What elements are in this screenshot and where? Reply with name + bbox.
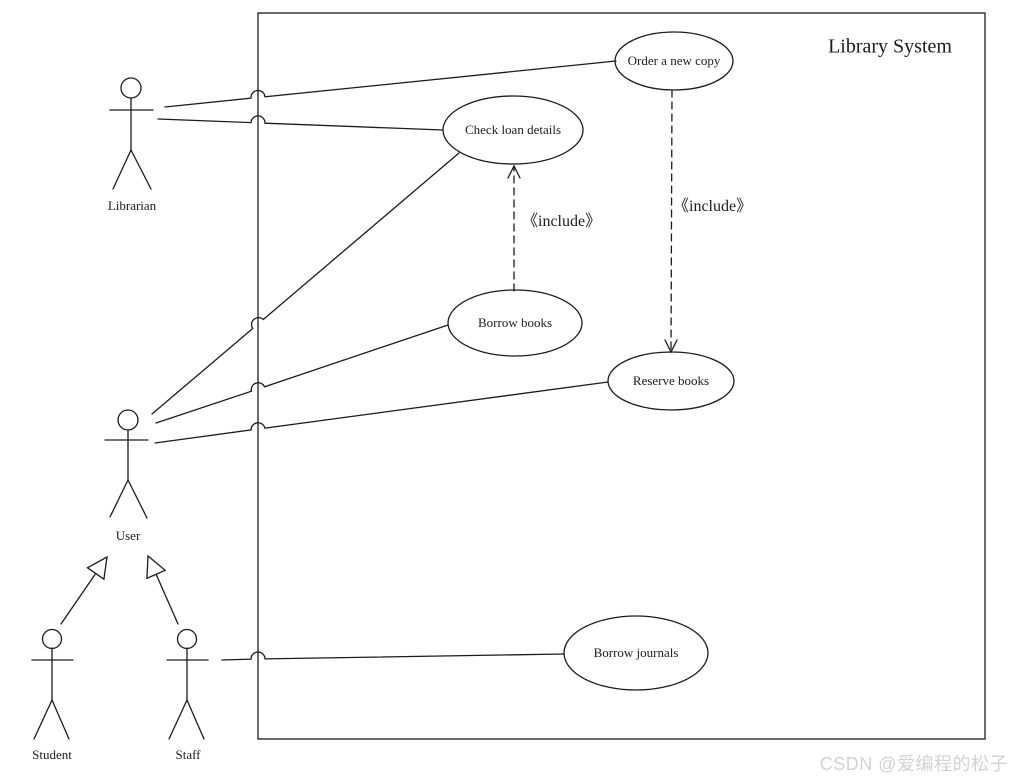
actor-figure-user [104, 409, 149, 519]
association-staff-borrow-journals [221, 651, 565, 661]
actor-label-user: User [115, 528, 141, 543]
use-case-label-check-loan-details: Check loan details [464, 122, 562, 137]
association-user-reserve-books [154, 381, 609, 444]
actor-label-student: Student [32, 747, 72, 762]
include-label-left: 《include》 [522, 213, 602, 230]
include-arrow-ordercopy-to-reserve [664, 89, 678, 354]
csdn-watermark: CSDN @爱编程的松子 [819, 754, 1008, 774]
use-case-label-borrow-journals: Borrow journals [593, 645, 679, 660]
use-case-label-order-new-copy: Order a new copy [627, 53, 721, 68]
system-title: Library System [828, 35, 952, 58]
actor-label-staff: Staff [175, 747, 201, 762]
system-boundary-box [257, 12, 986, 740]
include-arrow-borrow-to-checkloan [507, 164, 521, 292]
generalization-student-user [60, 555, 108, 625]
use-case-ellipse-borrow-journals [563, 615, 709, 691]
actor-figure-staff [166, 628, 209, 740]
use-case-label-reserve-books: Reserve books [632, 373, 710, 388]
use-case-ellipse-reserve-books [607, 351, 735, 411]
use-case-ellipse-check-loan-details [442, 95, 584, 165]
actor-label-librarian: Librarian [107, 198, 157, 213]
association-user-check-loan-details [151, 152, 460, 415]
use-case-ellipse-order-new-copy [614, 31, 734, 91]
use-case-label-borrow-books: Borrow books [477, 315, 553, 330]
actor-figure-student [31, 628, 74, 740]
association-librarian-check-loan-details [157, 115, 444, 131]
include-label-right: 《include》 [673, 198, 753, 215]
generalization-staff-user [146, 554, 179, 625]
association-user-borrow-books [155, 324, 449, 424]
actor-figure-librarian [109, 77, 154, 190]
use-case-ellipse-borrow-books [447, 289, 583, 357]
association-librarian-order-new-copy [164, 60, 617, 108]
